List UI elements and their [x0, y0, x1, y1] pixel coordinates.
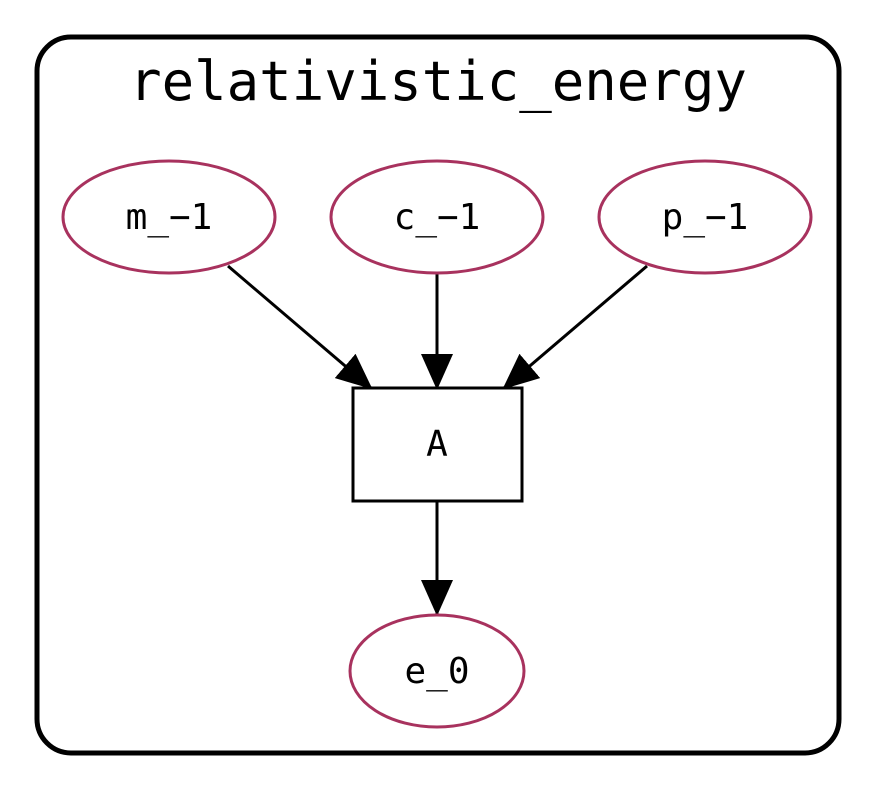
node-e: e_0	[348, 613, 526, 729]
cluster-border	[34, 34, 842, 756]
node-p-ellipse	[597, 159, 813, 275]
node-A: A	[351, 386, 524, 503]
node-p-label: p_−1	[662, 197, 749, 238]
node-p: p_−1	[597, 159, 813, 275]
node-m: m_−1	[61, 159, 277, 275]
node-c-ellipse	[329, 159, 545, 275]
node-m-ellipse	[61, 159, 277, 275]
node-m-label: m_−1	[126, 197, 213, 238]
edge-m-to-A	[227, 264, 373, 390]
node-e-ellipse	[348, 613, 526, 729]
edges	[227, 264, 648, 616]
node-A-box	[351, 386, 524, 503]
node-c: c_−1	[329, 159, 545, 275]
edge-p-to-A	[502, 264, 648, 390]
node-c-label: c_−1	[394, 197, 481, 238]
node-e-label: e_0	[404, 651, 469, 692]
node-A-label: A	[426, 424, 448, 465]
cluster-title: relativistic_energy	[129, 50, 747, 113]
